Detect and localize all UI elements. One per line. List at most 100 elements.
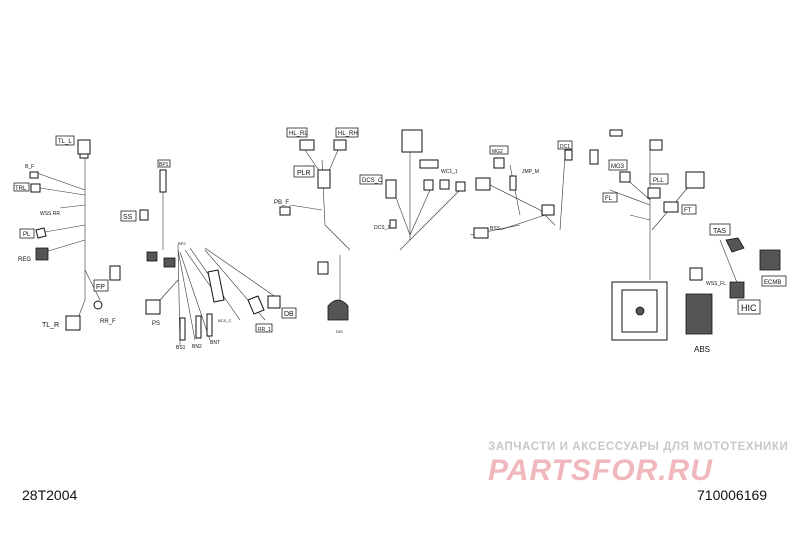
hl-rh-label: HL_RH [338, 131, 358, 137]
pll-connector-icon [647, 187, 661, 199]
ft-connector-icon [663, 201, 679, 213]
bn2-label: BN2 [192, 344, 202, 350]
fl-label-box [602, 192, 618, 203]
dcs-c-connector-icon [385, 179, 397, 199]
part-number: 710006169 [697, 487, 768, 503]
center-left-harness-group: BP1 SS BP2 PS BS1 BN2 BNT BCS_C RR_1 DB [120, 159, 297, 351]
hl-rh-label-box [335, 127, 359, 138]
mg3-label-box [608, 159, 628, 171]
dcs-c-label: DCS_C [362, 178, 383, 184]
db-label-box [281, 307, 297, 319]
top-right-connector-icon [649, 139, 663, 151]
bs1-label: BS1 [176, 345, 186, 351]
bnt-sensor-icon [206, 313, 213, 337]
wss-fl-connector-icon [689, 267, 703, 281]
far-right-harness-group: MG3 PLL FL FT TAS ECMB WSS_FL HIC ABS [589, 129, 787, 354]
top-connector-icon [609, 129, 623, 137]
b-f-connector-icon [29, 171, 39, 179]
plr-label-box [293, 165, 315, 178]
bp1-sensor-icon [159, 169, 167, 193]
dc1-label: DC1 [560, 144, 570, 150]
hic-label-box [737, 299, 761, 315]
aux-connector-icon [317, 261, 329, 275]
wss-rr-label: WSS RR [40, 211, 60, 217]
bcs-c-label: BCS_C [218, 318, 231, 323]
wc1-1-label: WC1_1 [441, 169, 458, 175]
b-f-label: B_F [25, 164, 34, 170]
pll-label-box [649, 173, 669, 185]
ft-label-box [681, 204, 697, 215]
pb-f-label: PB_F [274, 200, 289, 206]
bn2-sensor-icon [195, 315, 202, 339]
mg2-connector-icon [493, 157, 505, 169]
mg3-label: MG3 [611, 164, 625, 170]
hl-rh-connector-icon [333, 139, 347, 151]
rr-1-label-box [255, 323, 273, 333]
right-aux-connector-icon [541, 204, 555, 216]
trl-label: TRL [15, 186, 27, 192]
main-relay-box-icon [401, 129, 423, 153]
rear-harness-group: TL_L B_F TRL WSS RR PL REG TL_R RR_F FP [13, 135, 121, 331]
bp2-label: BP2 [178, 241, 186, 246]
rr-f-label: RR_F [100, 319, 116, 325]
plr-label: PLR [297, 170, 311, 177]
mg2-aux-connector-icon [475, 177, 491, 191]
hl-rl-label-box [286, 127, 308, 138]
fl-label: FL [605, 196, 613, 202]
trl-connector-icon [30, 183, 41, 193]
fp-label: FP [96, 284, 105, 291]
ss-label: SS [123, 214, 133, 221]
ecu-module-center [635, 306, 645, 316]
dis-display-icon [327, 299, 349, 321]
pl-label: PL [23, 232, 31, 238]
fp-label-box [93, 279, 109, 292]
center-harness-group: HL_RL HL_RH PLR PB_F DIS [274, 127, 359, 334]
jmp-m-connector-icon [509, 175, 517, 191]
right-relay-icon [685, 171, 705, 189]
tl-l-connector-icon [77, 139, 91, 159]
dc1-connector-icon [564, 149, 573, 161]
bp1-label-box [157, 159, 171, 168]
ecu-module-inner [621, 289, 658, 333]
mg3-connector-icon [619, 171, 631, 183]
db-label: DB [284, 311, 294, 318]
mg2-label: MG2 [492, 149, 503, 155]
tas-sensor-icon [725, 237, 745, 253]
ft-label: FT [684, 208, 692, 214]
tl-l-label-box [55, 135, 75, 146]
tl-r-label: TL_R [42, 322, 59, 329]
tas-label: TAS [713, 228, 726, 235]
hic-connector-icon [729, 281, 745, 299]
ecmb-label-box [761, 275, 787, 287]
bp2-connector-icon [146, 251, 158, 262]
rr-1-connector-icon [247, 295, 265, 315]
fp-fuel-pump-icon [109, 265, 121, 281]
pl-label-box [19, 228, 35, 239]
pb-f-connector-icon [279, 206, 291, 216]
dc1-label-box [557, 140, 573, 150]
hl-rl-label: HL_RL [289, 131, 308, 137]
dcs-1-connector-icon [389, 219, 397, 229]
ss-switch-icon [139, 209, 149, 221]
bp1-label: BP1 [159, 162, 169, 168]
reg-label: REG [18, 257, 31, 263]
rr-1-label: RR_1 [258, 327, 271, 333]
wc1-2-connector-icon [455, 181, 466, 192]
dcs-1-label: DCS_1 [374, 225, 390, 231]
reg-regulator-icon [35, 247, 49, 261]
abs-label: ABS [694, 345, 710, 354]
tl-r-connector-icon [65, 315, 81, 331]
pl-connector-icon [35, 227, 47, 239]
diagram-code: 28T2004 [22, 487, 78, 503]
ps-sensor-icon [145, 299, 161, 315]
hl-rl-connector-icon [299, 139, 315, 151]
ps-label: PS [152, 321, 160, 327]
wc1-1-connector-icon [439, 179, 450, 190]
trl-label-box [13, 182, 30, 192]
watermark-logo: PARTSFOR.RU [488, 454, 713, 487]
dis-label: DIS [336, 329, 343, 334]
right-harness-group: MG2 JMP_M DC1 BSS [469, 140, 573, 239]
top-left-sensor-icon [589, 149, 599, 165]
bss-label: BSS [490, 226, 501, 232]
